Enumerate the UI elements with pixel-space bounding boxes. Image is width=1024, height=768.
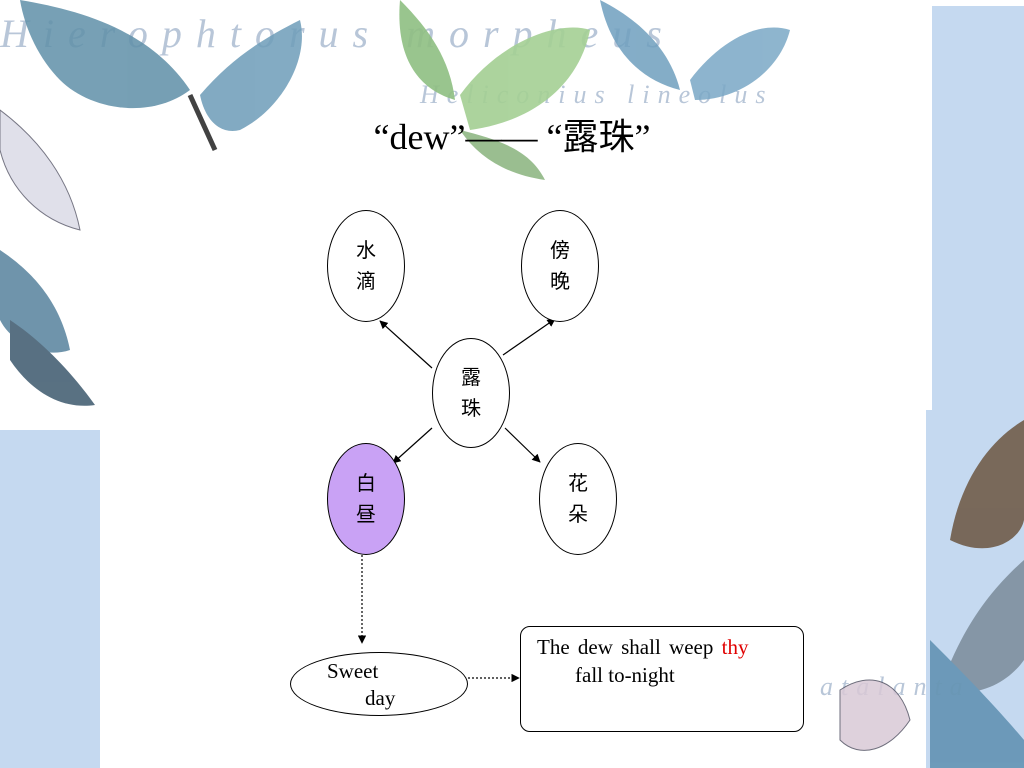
node-evening: 傍 晚 <box>521 210 599 322</box>
butterfly-icon <box>0 109 95 406</box>
node-water-drop-line1: 水 <box>356 238 376 262</box>
butterfly-icon <box>600 0 790 100</box>
quote-line1: The dew shall weep thy <box>537 635 748 660</box>
node-sweet-day-line2: day <box>365 686 396 710</box>
node-flower: 花 朵 <box>539 443 617 555</box>
quote-text: The dew shall weep <box>537 635 722 659</box>
butterfly-icon <box>399 0 590 180</box>
node-center-line2: 珠 <box>461 396 481 420</box>
background-band-right <box>932 6 1024 410</box>
quote-box: The dew shall weep thy fall to-night <box>520 626 804 732</box>
node-daytime-line1: 白 <box>356 471 376 495</box>
node-center-dew: 露 珠 <box>432 338 510 448</box>
quote-highlight: thy <box>721 635 749 659</box>
node-flower-line2: 朵 <box>568 502 588 526</box>
arrow-center-to-evening <box>502 318 556 356</box>
butterfly-icon <box>839 420 1024 768</box>
node-center-line1: 露 <box>461 365 481 389</box>
node-water-drop: 水 滴 <box>327 210 405 322</box>
quote-line2: fall to-night <box>575 663 675 687</box>
arrow-center-to-water-drop <box>379 320 433 369</box>
arrow-center-to-daytime <box>392 427 433 464</box>
node-flower-line1: 花 <box>568 471 588 495</box>
arrow-center-to-flower <box>504 427 541 463</box>
node-evening-line2: 晚 <box>550 269 570 293</box>
butterfly-icon <box>20 0 302 152</box>
node-evening-line1: 傍 <box>550 238 570 262</box>
background-band-left <box>0 430 100 768</box>
node-water-drop-line2: 滴 <box>356 269 376 293</box>
node-sweet-day-line1: Sweet <box>327 659 379 683</box>
node-sweet-day: Sweet day <box>290 652 468 716</box>
node-daytime: 白 昼 <box>327 443 405 555</box>
node-daytime-line2: 昼 <box>356 502 376 526</box>
slide-title: “dew”—— “露珠” <box>373 117 651 157</box>
